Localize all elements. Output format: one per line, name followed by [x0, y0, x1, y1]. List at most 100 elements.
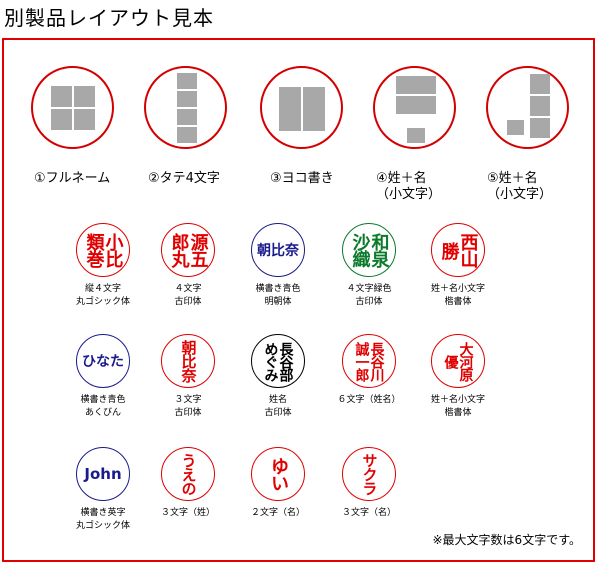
- stamp-caption-line2: 古印体: [355, 297, 383, 307]
- stamp-characters: 朝比奈: [162, 335, 214, 387]
- stamp-sample: 小比類巻: [76, 223, 130, 277]
- stamp-text: 長谷部: [277, 341, 294, 381]
- stamp-caption: 横書き青色明朝体: [223, 283, 333, 309]
- stamp-characters: 和泉沙織: [343, 224, 395, 276]
- page-title: 別製品レイアウト見本: [4, 6, 214, 30]
- stamp-sample: 朝比奈: [251, 223, 305, 277]
- stamp-caption: ４文字緑色古印体: [314, 283, 424, 309]
- stamp-caption-line1: 姓＋名小文字: [430, 395, 485, 405]
- stamp-sample: 朝比奈: [161, 334, 215, 388]
- stamp-caption: 姓名古印体: [223, 394, 333, 420]
- stamp-characters: ひなた: [77, 335, 129, 387]
- stamp-sample: ゆい: [251, 447, 305, 501]
- stamp-characters: ゆい: [252, 448, 304, 500]
- stamp-characters: 朝比奈: [252, 224, 304, 276]
- stamp-text: めぐみ: [262, 341, 279, 381]
- stamp-caption-line2: 丸ゴシック体: [75, 297, 130, 307]
- stamp-text: 朝比奈: [257, 243, 299, 259]
- stamp-caption-line2: あくびん: [84, 408, 121, 418]
- stamp-text: 類巻: [83, 233, 105, 267]
- stamp-text: 沙織: [349, 233, 371, 267]
- stamp-caption-line1: 縦４文字: [84, 284, 121, 294]
- stamp-text: 郎丸: [168, 233, 190, 267]
- stamp-characters: 大河原優: [432, 335, 484, 387]
- stamp-characters: John: [77, 448, 129, 500]
- layout-label-1: ①フルネーム: [34, 171, 111, 186]
- stamp-caption-line1: ４文字緑色: [346, 284, 392, 294]
- stamp-caption: ２文字（名）: [223, 507, 333, 520]
- stamp-caption-line1: 姓＋名小文字: [430, 284, 485, 294]
- stamp-caption-line2: 丸ゴシック体: [75, 521, 130, 531]
- stamp-sample: 大河原優: [431, 334, 485, 388]
- layout-fullname-diagram: [31, 66, 114, 149]
- stamp-caption-line1: ２文字（名）: [250, 508, 305, 518]
- stamp-sample: 長谷川誠一郎: [342, 334, 396, 388]
- stamp-sample: 西山勝: [431, 223, 485, 277]
- stamp-sample: 和泉沙織: [342, 223, 396, 277]
- stamp-characters: 小比類巻: [77, 224, 129, 276]
- stamp-caption-line2: 楷書体: [444, 297, 472, 307]
- stamp-characters: 源五郎丸: [162, 224, 214, 276]
- stamp-caption-line1: 姓名: [268, 395, 287, 405]
- stamp-text: 誠一郎: [353, 341, 370, 381]
- stamp-caption-line1: ４文字: [174, 284, 202, 294]
- stamp-characters: 西山勝: [432, 224, 484, 276]
- stamp-text: 西山: [457, 233, 479, 267]
- stamp-characters: 長谷川誠一郎: [343, 335, 395, 387]
- stamp-caption-line2: 古印体: [174, 297, 202, 307]
- stamp-caption-line2: 古印体: [264, 408, 292, 418]
- layout-label-5: ⑤姓＋名 （小文字）: [487, 171, 553, 202]
- stamp-caption-line2: 古印体: [174, 408, 202, 418]
- stamp-caption: ６文字（姓名）: [314, 394, 424, 407]
- stamp-caption-line1: 横書き英字: [80, 508, 126, 518]
- sample-frame: ①フルネーム ②タテ4文字 ③ヨコ書き ④姓＋名 （小文字） ⑤姓＋名 （小文字…: [2, 38, 595, 562]
- layout-sei-mei-small-diagram-2: [486, 66, 569, 149]
- max-char-note: ※最大文字数は6文字です。: [432, 533, 582, 547]
- stamp-text: ゆい: [268, 457, 289, 491]
- stamp-sample: 長谷部めぐみ: [251, 334, 305, 388]
- stamp-caption-line1: ３文字（名）: [341, 508, 396, 518]
- layout-label-2: ②タテ4文字: [148, 171, 220, 186]
- stamp-sample: John: [76, 447, 130, 501]
- stamp-sample: うえの: [161, 447, 215, 501]
- stamp-caption: 横書き英字丸ゴシック体: [48, 507, 158, 533]
- stamp-text: 優: [442, 354, 459, 368]
- stamp-sample: ひなた: [76, 334, 130, 388]
- stamp-text: 大河原: [457, 341, 474, 381]
- stamp-text: John: [84, 465, 122, 483]
- stamp-characters: うえの: [162, 448, 214, 500]
- stamp-caption: 姓＋名小文字楷書体: [403, 394, 513, 420]
- stamp-text: ひなた: [82, 354, 124, 370]
- stamp-caption: 姓＋名小文字楷書体: [403, 283, 513, 309]
- stamp-sample: 源五郎丸: [161, 223, 215, 277]
- stamp-caption-line1: ３文字（姓）: [160, 508, 215, 518]
- stamp-caption-line2: 明朝体: [264, 297, 292, 307]
- stamp-caption: ３文字（姓）: [133, 507, 243, 520]
- stamp-characters: 長谷部めぐみ: [252, 335, 304, 387]
- layout-vertical4-diagram: [144, 66, 227, 149]
- stamp-text: 勝: [438, 241, 460, 259]
- stamp-caption-line1: 横書き青色: [80, 395, 126, 405]
- stamp-caption-line1: ６文字（姓名）: [337, 395, 401, 405]
- stamp-text: サクラ: [360, 453, 379, 495]
- stamp-text: 小比: [102, 233, 124, 267]
- stamp-text: 朝比奈: [179, 340, 198, 382]
- layout-label-4: ④姓＋名 （小文字）: [376, 171, 442, 202]
- stamp-text: 源五: [187, 233, 209, 267]
- stamp-caption: 縦４文字丸ゴシック体: [48, 283, 158, 309]
- stamp-caption-line1: ３文字: [174, 395, 202, 405]
- stamp-text: 長谷川: [368, 341, 385, 381]
- stamp-caption: ４文字古印体: [133, 283, 243, 309]
- stamp-characters: サクラ: [343, 448, 395, 500]
- stamp-caption-line1: 横書き青色: [255, 284, 301, 294]
- stamp-sample: サクラ: [342, 447, 396, 501]
- stamp-text: 和泉: [368, 233, 390, 267]
- layout-sei-mei-small-diagram-1: [373, 66, 456, 149]
- stamp-caption-line2: 楷書体: [444, 408, 472, 418]
- stamp-caption: ３文字（名）: [314, 507, 424, 520]
- stamp-text: うえの: [179, 453, 198, 495]
- stamp-caption: 横書き青色あくびん: [48, 394, 158, 420]
- layout-horizontal-diagram: [260, 66, 343, 149]
- layout-label-3: ③ヨコ書き: [270, 171, 334, 186]
- stamp-caption: ３文字古印体: [133, 394, 243, 420]
